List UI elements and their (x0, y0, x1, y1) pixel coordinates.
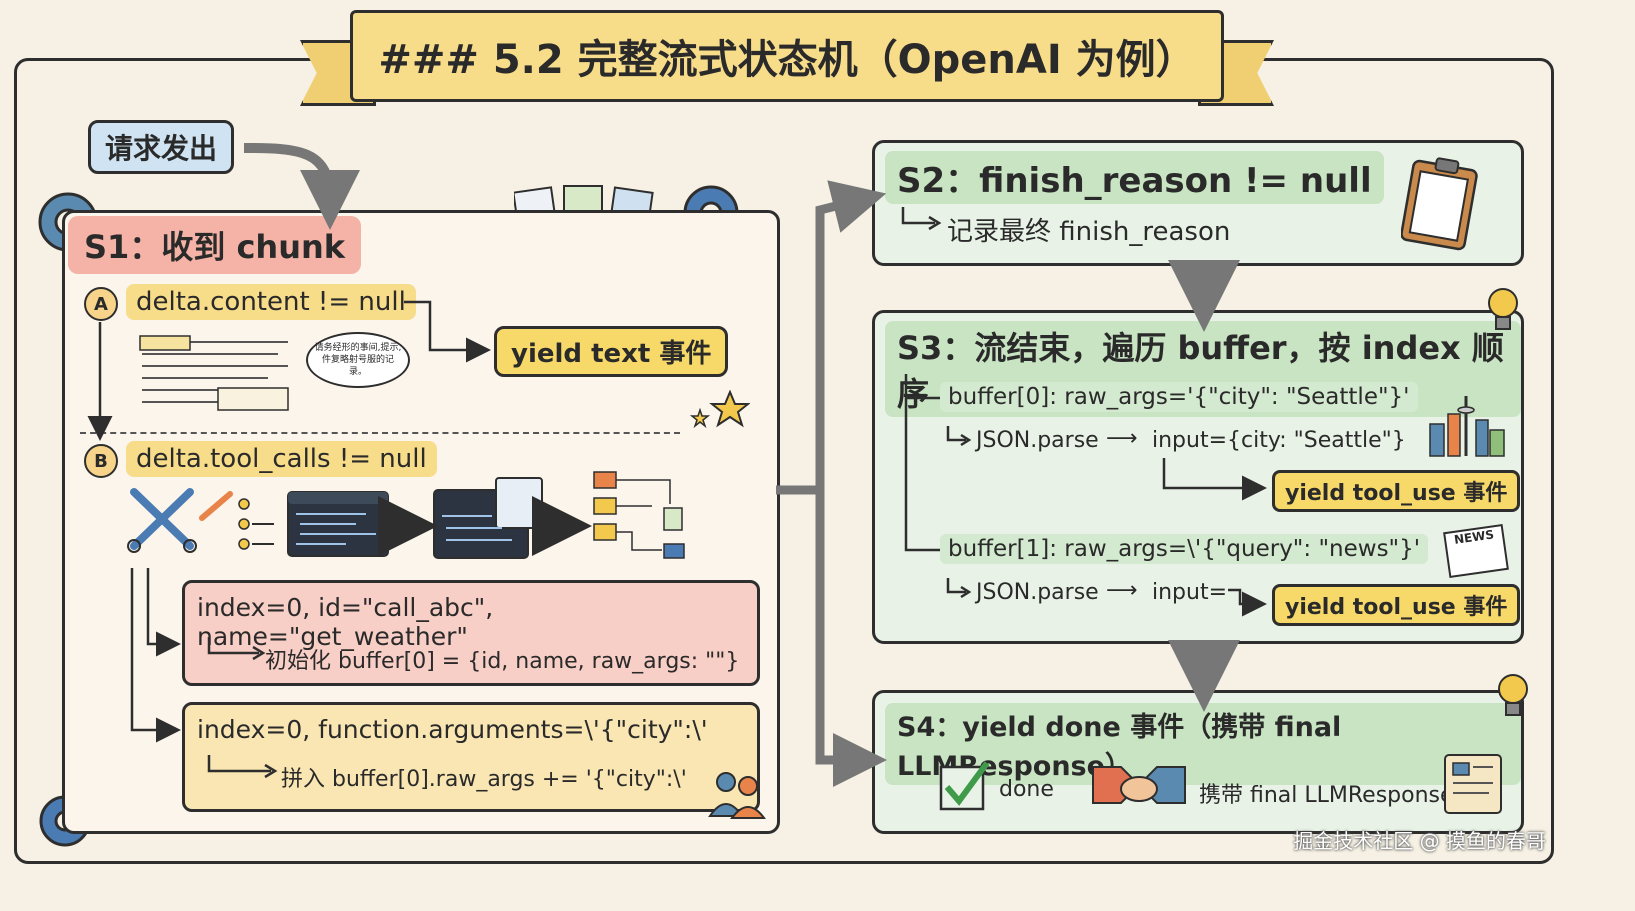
handshake-icon (1092, 766, 1186, 804)
arrow-right-icon: ⟶ (1106, 578, 1138, 603)
marker-a: A (84, 287, 118, 321)
buffer1-parse: JSON.parse (976, 580, 1099, 605)
lightbulb-icon (1498, 674, 1528, 716)
divider (80, 432, 680, 434)
return-arrow-icon (207, 755, 278, 779)
args-chunk-line: index=0, function.arguments=\'{"city":\' (197, 715, 708, 744)
watermark: 掘金技术社区 @ 摸鱼的春哥 (1293, 829, 1546, 853)
flow-arrows (87, 143, 1267, 787)
return-arrow-icon (946, 426, 972, 447)
return-arrow-icon (901, 207, 942, 231)
init-chunk-line: index=0, id="call_abc", name="get_weathe… (197, 593, 494, 651)
clipboard-icon (1401, 157, 1478, 251)
s4-panel: S4：yield done 事件（携带 final LLMResponse） d… (872, 674, 1528, 834)
text-stream-illustration (139, 335, 289, 411)
checkbox-check-icon (939, 761, 990, 811)
code-window-icon (433, 477, 543, 559)
buffer1-line: buffer[1]: raw_args=\'{"query": "news"}' (940, 534, 1429, 564)
wrench-icon (199, 491, 274, 550)
page-title: ### 5.2 完整流式状态机（OpenAI 为例） (350, 10, 1224, 102)
folder-tree-icon (593, 471, 685, 559)
buffer0-line: buffer[0]: raw_args='{"city": "Seattle"}… (940, 382, 1418, 412)
yield-text-event: yield text 事件 (494, 326, 729, 377)
return-arrow-icon (207, 637, 266, 661)
init-buffer-line: 初始化 buffer[0] = {id, name, raw_args: ""} (265, 649, 740, 674)
code-window-icon (287, 491, 389, 557)
init-buffer-box: index=0, id="call_abc", name="get_weathe… (182, 580, 760, 686)
users-icon (708, 772, 766, 819)
append-args-box: index=0, function.arguments=\'{"city":\'… (182, 702, 760, 812)
args-append-line: 拼入 buffer[0].raw_args += '{"city":\' (281, 767, 687, 792)
done-label: done (999, 777, 1054, 802)
request-sent-label: 请求发出 (88, 120, 235, 174)
condition-b: delta.tool_calls != null (126, 441, 437, 477)
document-scroll-icon (1444, 754, 1502, 814)
marker-b: B (84, 444, 118, 478)
s2-detail: 记录最终 finish_reason (947, 217, 1231, 247)
star-icon (690, 390, 750, 429)
s1-title: S1：收到 chunk (68, 216, 362, 274)
tools-icon (127, 488, 197, 553)
city-skyline-icon (1429, 396, 1505, 457)
buffer0-result: input={city: "Seattle"} (1152, 428, 1406, 453)
buffer0-yield-tool-use: yield tool_use 事件 (1272, 470, 1521, 512)
thought-bubble: 请务经形的事间,提示,件复略射号服的记录。 (306, 332, 410, 388)
s2-panel: S2：finish_reason != null 记录最终 finish_rea… (872, 140, 1524, 266)
return-arrow-icon (946, 578, 972, 599)
lightbulb-icon (1488, 288, 1518, 330)
carry-llmresponse-label: 携带 final LLMResponse (1199, 783, 1454, 808)
buffer1-result: input= (1152, 580, 1228, 605)
buffer0-parse: JSON.parse (976, 428, 1099, 453)
arrow-right-icon: ⟶ (1106, 426, 1138, 451)
condition-a: delta.content != null (126, 284, 416, 320)
buffer1-yield-tool-use: yield tool_use 事件 (1272, 584, 1521, 626)
s2-title: S2：finish_reason != null (885, 151, 1384, 204)
